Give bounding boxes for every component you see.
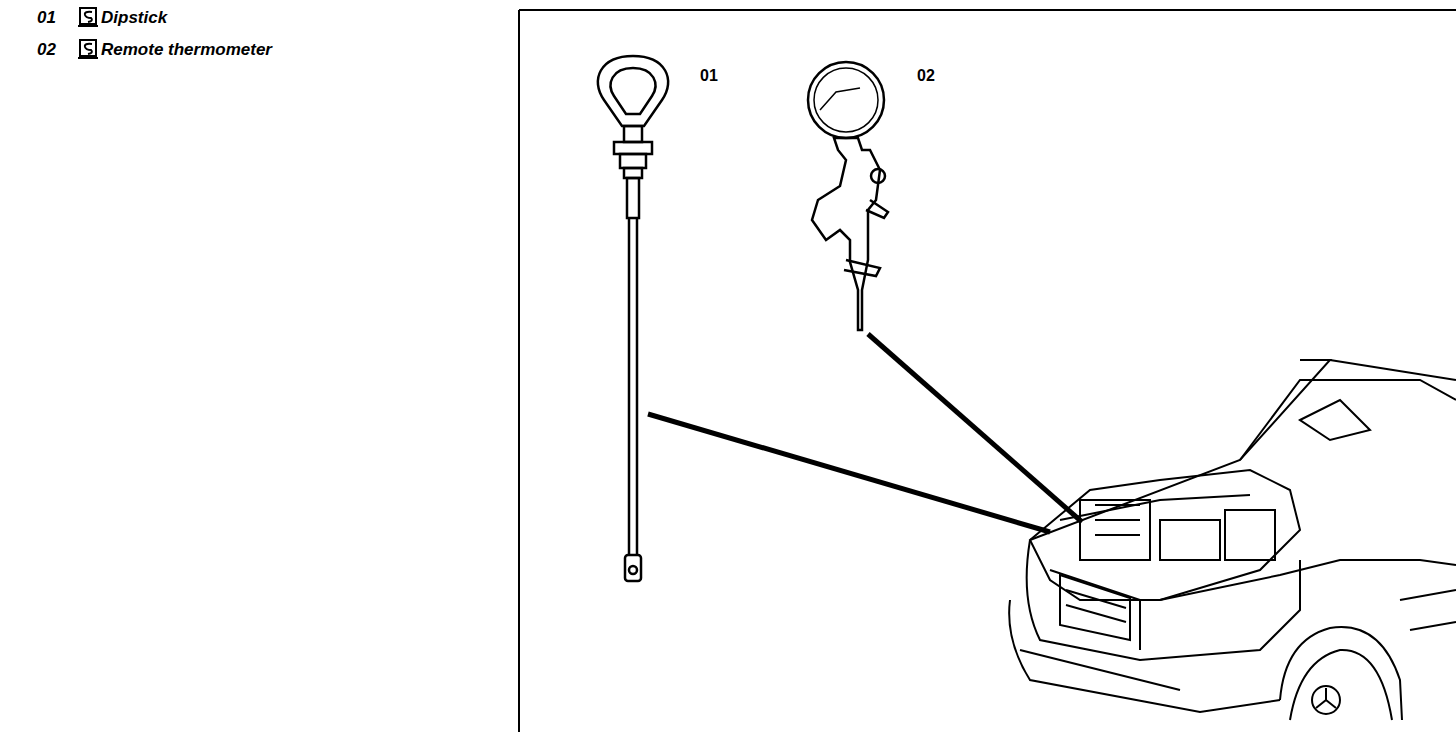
part-name: Dipstick — [101, 8, 167, 28]
tool-icon — [78, 8, 98, 26]
dipstick — [598, 56, 668, 581]
frame — [519, 10, 1456, 732]
item-number: 01 — [37, 8, 56, 28]
tool-icon — [78, 40, 98, 58]
callout-number: 02 — [917, 66, 935, 86]
remote-thermometer — [808, 62, 888, 330]
car-illustration — [1009, 360, 1456, 720]
callout-number: 01 — [700, 66, 718, 86]
leader-line — [648, 334, 1082, 532]
item-number: 02 — [37, 40, 56, 60]
part-name: Remote thermometer — [101, 40, 272, 60]
